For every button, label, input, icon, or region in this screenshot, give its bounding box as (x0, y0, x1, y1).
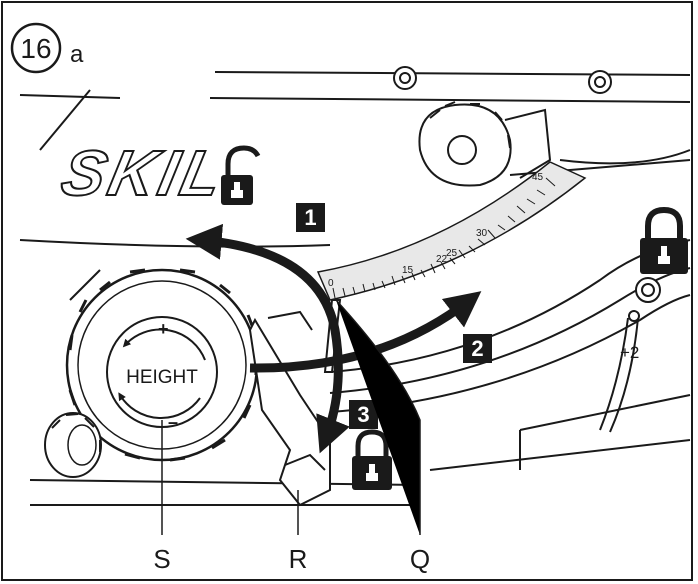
open-padlock-icon (221, 145, 261, 205)
padlock-icon (640, 206, 688, 274)
rail-bolt-right (588, 70, 612, 94)
step-badge-1: 1 (296, 203, 325, 232)
scale-tick-22: 22 (436, 254, 448, 265)
svg-text:1: 1 (304, 205, 316, 230)
callout-s: S (153, 544, 170, 574)
scale-tick-25: 25 (446, 248, 458, 259)
rear-lock-knob (418, 101, 552, 187)
dial-minus: – (168, 412, 178, 432)
bevel-lock-lever (248, 310, 331, 507)
side-bolt (635, 277, 661, 303)
scale-tick-15: 15 (402, 265, 414, 276)
figure-sub-label: a (70, 41, 84, 68)
svg-text:3: 3 (357, 402, 369, 427)
side-scale-label: +2 (620, 343, 639, 362)
scale-tick-0: 0 (328, 278, 334, 289)
skil-logo: SKIL (55, 136, 234, 210)
side-slot (599, 310, 640, 433)
padlock-icon (352, 429, 392, 490)
dial-height-label: HEIGHT (126, 367, 198, 388)
svg-text:16: 16 (20, 33, 51, 64)
callout-r: R (289, 544, 308, 574)
small-knob (44, 412, 102, 478)
scale-tick-30: 30 (476, 228, 488, 239)
dial-plus: + (158, 319, 169, 339)
rail-bolt-left (393, 66, 417, 90)
bevel-scale: 0 15 22 25 30 45 (316, 161, 587, 301)
step-badge-2: 2 (463, 334, 492, 363)
scale-tick-45: 45 (532, 172, 544, 183)
svg-text:SKIL: SKIL (56, 137, 233, 209)
callout-q: Q (410, 544, 430, 574)
svg-text:2: 2 (471, 336, 483, 361)
callout-leaders (161, 299, 421, 535)
figure-number: 16 (10, 22, 62, 74)
step-badge-3: 3 (349, 400, 378, 429)
